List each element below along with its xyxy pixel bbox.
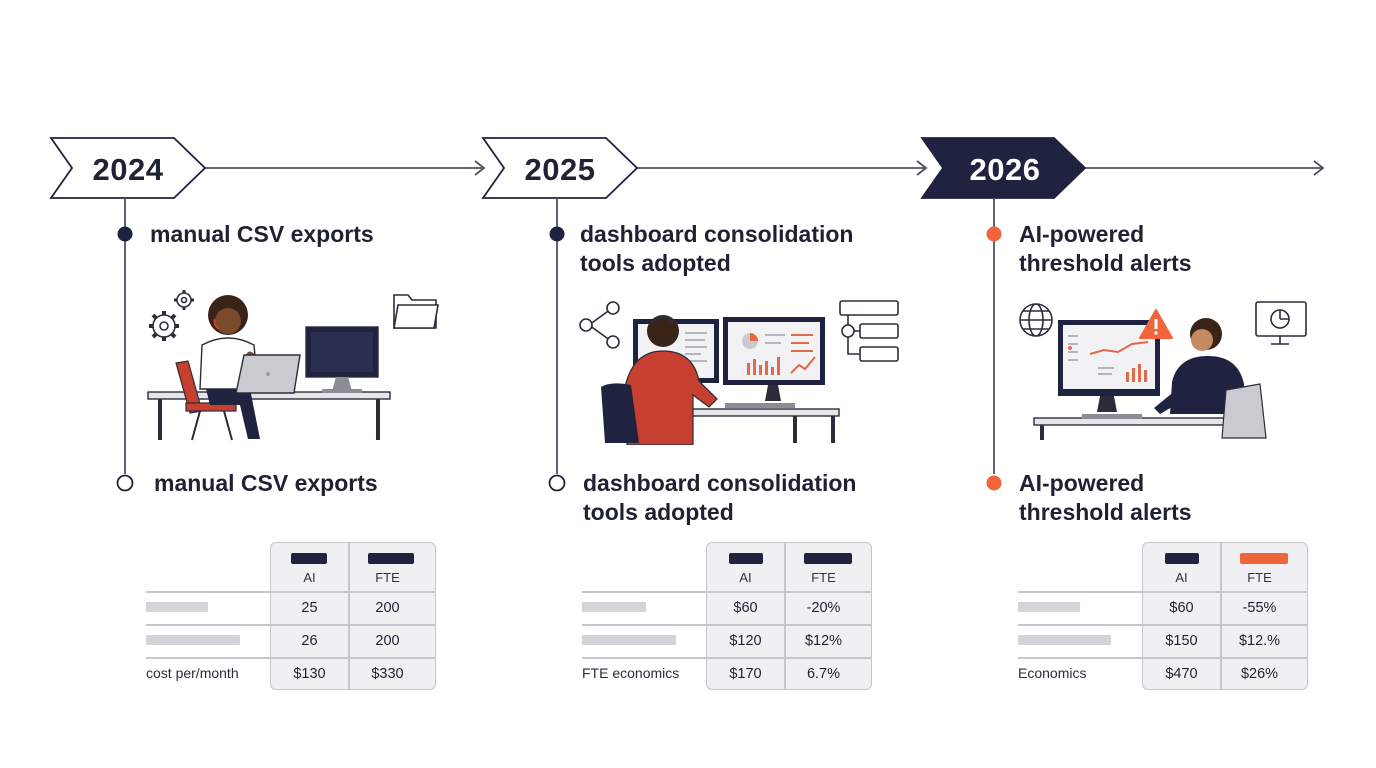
warning-icon [1139,309,1173,339]
arrowhead-icon [916,160,928,176]
table-cell: $130 [293,666,326,682]
table-cell: $170 [729,666,762,682]
ai-legend-swatch [1165,553,1199,564]
milestone-text: manual CSV exports [154,470,378,496]
row-label: cost per/month [146,665,239,681]
milestone-dot [117,226,133,242]
row-divider [1018,591,1142,593]
table-cell: $120 [729,633,762,649]
milestone-dot-alert [986,226,1002,242]
table-cell: $60 [1169,600,1194,616]
row-label: FTE economics [582,665,680,681]
row-divider [582,657,706,659]
redacted-row-label [1018,635,1111,645]
table-cell: -20% [806,600,841,616]
table-cell: $470 [1165,666,1198,682]
illustration-2025-dual-monitor-worker [579,300,899,445]
table-cell: -55% [1242,600,1277,616]
table-cell: $12% [804,633,843,649]
fte-legend-swatch [368,553,414,564]
arrowhead-icon [474,160,486,176]
milestone-dot-hollow [548,474,566,492]
table-cell: $150 [1165,633,1198,649]
gears-icon [149,290,194,341]
folder-icon [393,294,439,329]
row-divider [146,657,270,659]
row-divider [582,624,706,626]
milestone-dot [549,226,565,242]
table-cell: $26% [1240,666,1279,682]
milestone-text: dashboard consolidation tools adopted [583,470,857,525]
redacted-row-label [1018,602,1080,612]
ai-legend-swatch [729,553,763,564]
column-header-ai: AI [303,570,316,585]
redacted-row-label [146,635,240,645]
table-cell: 26 [301,633,318,649]
cost-table-2026: AI FTE $60 -55% $150 $12.% $470 $26% [1142,542,1308,690]
row-divider [1018,657,1142,659]
year-chevron-2024 [49,137,207,199]
column-header-fte: FTE [1247,570,1272,585]
redacted-row-label [146,602,208,612]
year-chevron-2025 [481,137,639,199]
milestone-text: manual CSV exports [150,221,374,247]
fte-legend-swatch-alert [1240,553,1288,564]
flowchart-icon [839,300,899,362]
milestone-text: AI-powered threshold alerts [1019,470,1192,525]
year-chevron-2026 [920,137,1087,199]
year-label-2025: 2025 [524,152,596,187]
redacted-row-label [582,602,646,612]
row-divider [582,591,706,593]
column-header-ai: AI [739,570,752,585]
table-cell: $12.% [1238,633,1281,649]
table-cell: 6.7% [806,666,841,682]
column-header-fte: FTE [375,570,400,585]
row-divider [1018,624,1142,626]
row-divider [146,624,270,626]
ai-legend-swatch [291,553,327,564]
network-icon [579,301,620,349]
row-label: Economics [1018,665,1087,681]
milestone-dot-alert [986,475,1002,491]
row-divider [146,591,270,593]
year-label-2024: 2024 [92,152,164,187]
globe-icon [1019,303,1053,337]
year-label-2026: 2026 [969,152,1041,187]
arrowhead-icon [1313,160,1325,176]
cost-table-2024: AI FTE 25 200 26 200 $130 $330 [270,542,436,690]
illustration-2024-worker-laptop [147,290,439,441]
milestone-dot-hollow [116,474,134,492]
column-header-ai: AI [1175,570,1188,585]
table-cell: 25 [301,600,318,616]
milestone-text: AI-powered threshold alerts [1019,221,1192,276]
table-cell: $330 [371,666,404,682]
pie-chart-monitor-icon [1255,301,1307,345]
column-header-fte: FTE [811,570,836,585]
table-cell: 200 [375,633,400,649]
fte-legend-swatch [804,553,852,564]
milestone-text: dashboard consolidation tools adopted [580,221,854,276]
redacted-row-label [582,635,676,645]
table-cell: $60 [733,600,758,616]
table-cell: 200 [375,600,400,616]
illustration-2026-alert-monitor-worker [1019,301,1307,440]
cost-table-2025: AI FTE $60 -20% $120 $12% $170 6.7% [706,542,872,690]
